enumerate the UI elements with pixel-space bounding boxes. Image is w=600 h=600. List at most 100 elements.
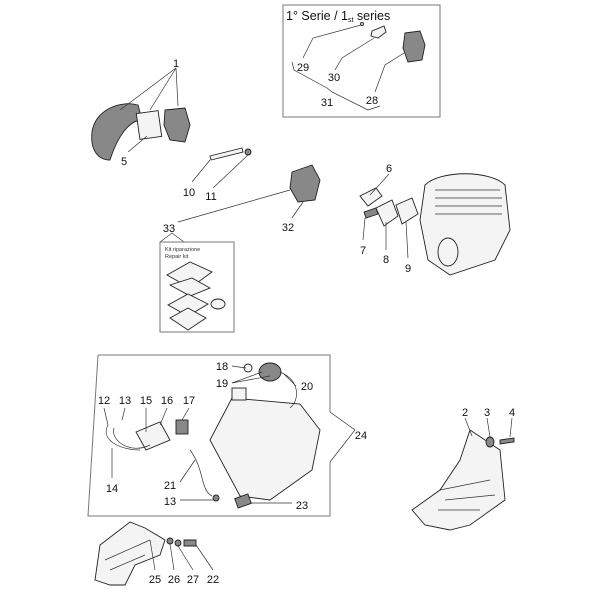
label-32: 32 [282, 222, 294, 234]
cylinder-fins [435, 189, 502, 215]
label-21: 21 [164, 480, 176, 492]
leader-lines-18-20 [231, 365, 297, 387]
label-26: 26 [168, 574, 180, 586]
part-10-bolt [209, 147, 244, 161]
label-15: 15 [140, 395, 152, 407]
part-29-screw [360, 22, 364, 26]
label-3: 3 [484, 407, 490, 419]
part-6-gasket [359, 187, 383, 207]
label-20: 20 [301, 381, 313, 393]
label-12: 12 [98, 395, 110, 407]
label-33: 33 [163, 223, 175, 235]
series-title-superscript: st [348, 17, 354, 24]
filter-base [163, 107, 191, 143]
series-title-suffix: series [353, 9, 390, 23]
series-box-frame [282, 4, 441, 118]
repair-kit-label-en: Repair kit [165, 254, 189, 260]
part-13-clamp [212, 494, 220, 502]
leader-line-33 [177, 189, 291, 223]
leader-line-28 [374, 52, 405, 93]
part-28-carburetor [402, 30, 426, 63]
leader-line-5 [127, 135, 148, 153]
part-16-primer [135, 421, 171, 451]
leader-lines-2-4 [464, 417, 513, 438]
label-7: 7 [360, 245, 366, 257]
part-21-fuel-hose [189, 449, 213, 497]
label-14: 14 [106, 483, 118, 495]
front-handle-ribs [104, 539, 151, 571]
label-24: 24 [355, 430, 367, 442]
filter-cover [91, 103, 143, 161]
label-4: 4 [509, 407, 515, 419]
part-23-fuel-filter [234, 493, 252, 509]
part-30-bracket [370, 25, 387, 39]
part-9-gasket [395, 197, 419, 225]
kit-cup [210, 298, 226, 310]
part-8-spacer [375, 199, 399, 227]
fuel-tank-frame [87, 354, 331, 517]
cylinder-group [359, 173, 511, 276]
cylinder-crankcase [419, 173, 511, 276]
label-13: 13 [119, 395, 131, 407]
part-26-washer [166, 537, 174, 545]
repair-kit-frame [159, 241, 235, 333]
leader-lines-12-17 [103, 407, 190, 432]
label-30: 30 [328, 72, 340, 84]
repair-kit-pointer [159, 232, 185, 243]
label-16: 16 [161, 395, 173, 407]
repair-kit-label-it: Kit riparazione [165, 247, 200, 253]
part-7-screw [363, 207, 379, 219]
label-18: 18 [216, 361, 228, 373]
kit-gasket [168, 277, 212, 297]
part-32-carburetor [289, 164, 321, 203]
label-28: 28 [366, 95, 378, 107]
front-handle [94, 521, 214, 586]
part-3-washer [485, 436, 495, 448]
air-filter-group [91, 67, 191, 161]
part-14-fuel-hoses [105, 424, 151, 451]
label-10: 10 [183, 187, 195, 199]
part-5-filter [135, 110, 163, 140]
part-17-filter [175, 419, 189, 435]
label-11: 11 [205, 191, 216, 203]
crankcase-opening [437, 237, 459, 267]
label-17: 17 [183, 395, 195, 407]
part-22-screw [183, 539, 197, 547]
tank-neck [231, 387, 247, 401]
part-11-nut [244, 148, 252, 156]
part-19-cap [258, 362, 282, 382]
label-31: 31 [321, 97, 333, 109]
label-6: 6 [386, 163, 392, 175]
fuel-tank [209, 397, 321, 501]
part-4-screw [499, 437, 515, 445]
label-25: 25 [149, 574, 161, 586]
label-5: 5 [121, 156, 127, 168]
label-27: 27 [187, 574, 199, 586]
label-2: 2 [462, 407, 468, 419]
label-1: 1 [173, 58, 179, 70]
leader-line-32 [291, 201, 304, 219]
label-9: 9 [405, 263, 411, 275]
leader-lines-22-27 [149, 539, 214, 571]
leader-lines-1 [119, 67, 179, 111]
leader-line-30 [334, 37, 375, 71]
label-23: 23 [296, 500, 308, 512]
series-title-prefix: 1° Serie / 1 [286, 9, 348, 23]
fuel-tank-group [87, 354, 356, 517]
part-2-handle [411, 429, 506, 531]
label-29: 29 [297, 62, 309, 74]
leader-line-29 [302, 24, 362, 59]
series-title: 1° Serie / 1st series [286, 9, 390, 24]
kit-diaphragm [169, 307, 207, 331]
leader-lines-6-9 [362, 173, 409, 259]
rear-handle [411, 417, 515, 531]
label-8: 8 [383, 254, 389, 266]
handle-ribs [438, 479, 496, 511]
bracket-line-24 [329, 411, 356, 463]
part-labels: 1 5 10 11 33 32 6 7 8 9 29 30 31 28 18 1… [98, 58, 515, 586]
part-27-washer [174, 539, 182, 547]
repair-kit: Kit riparazione Repair kit [159, 232, 235, 333]
label-19: 19 [216, 378, 228, 390]
label-13-lower: 13 [164, 496, 176, 508]
